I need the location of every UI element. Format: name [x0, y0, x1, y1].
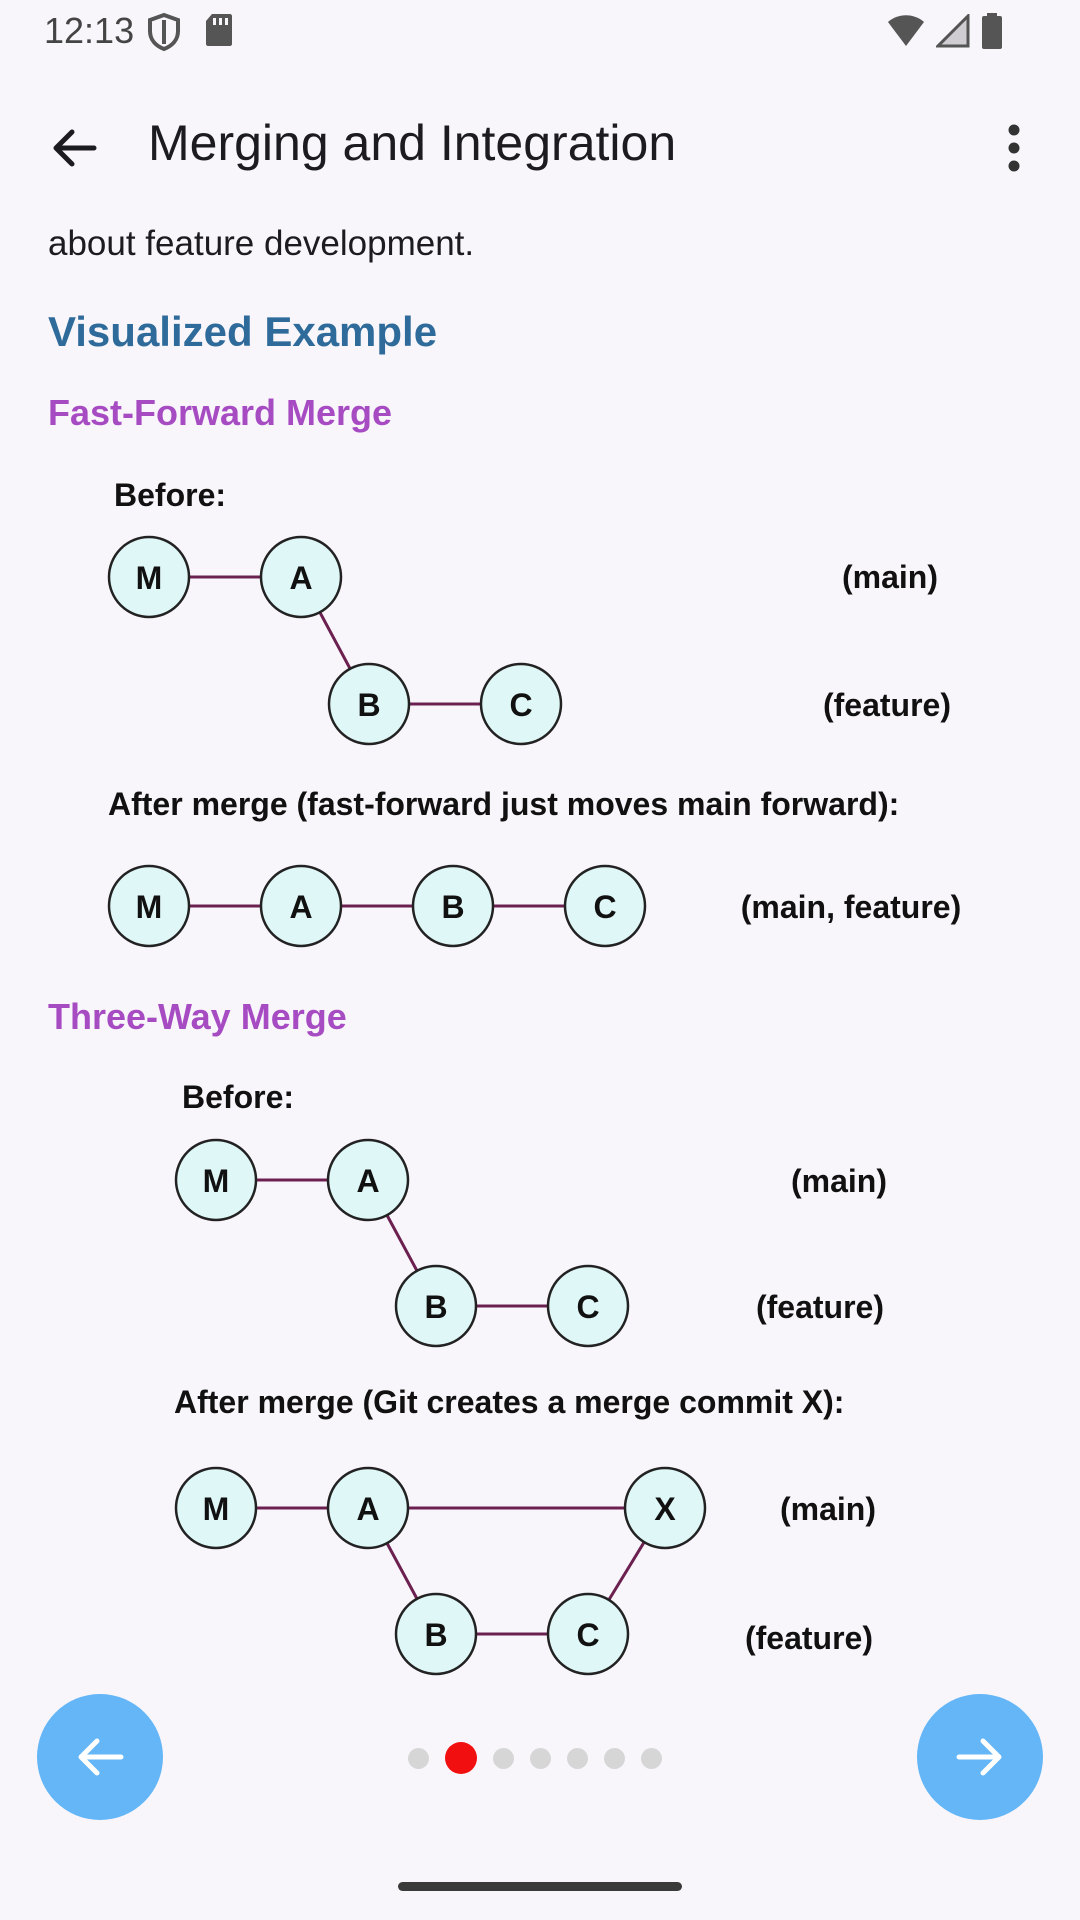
svg-text:A: A [356, 1491, 379, 1527]
ff-before-main-label: (main) [842, 559, 938, 595]
tw-before-feature-label: (feature) [756, 1289, 884, 1325]
svg-text:M: M [136, 889, 163, 925]
status-bar: 12:13 [0, 0, 1080, 64]
ff-after-branch-label: (main, feature) [741, 889, 961, 925]
svg-text:M: M [203, 1163, 230, 1199]
section-title: Visualized Example [48, 308, 438, 355]
tw-before-main-label: (main) [791, 1163, 887, 1199]
app-bar: Merging and Integration [0, 92, 1080, 204]
commit-node: M [174, 1138, 258, 1222]
next-page-button[interactable] [917, 1694, 1043, 1820]
merge-diagrams: Before: M A B C (main) (feature) [107, 477, 961, 1676]
commit-node: B [411, 864, 495, 948]
status-right-icons [886, 12, 1004, 50]
svg-text:B: B [441, 889, 464, 925]
arrow-back-icon [53, 129, 97, 167]
three-way-diagram: Before: M A B C (main) (feature) [174, 1079, 887, 1676]
more-options-button[interactable] [994, 116, 1034, 180]
previous-page-button[interactable] [37, 1694, 163, 1820]
commit-node: B [327, 662, 411, 746]
status-left-icons [146, 12, 234, 52]
commit-node: C [546, 1592, 630, 1676]
arrow-right-icon [956, 1738, 1002, 1776]
svg-text:B: B [424, 1289, 447, 1325]
page-dot[interactable] [493, 1747, 514, 1769]
svg-text:C: C [576, 1289, 599, 1325]
svg-text:A: A [289, 889, 312, 925]
shield-icon [148, 12, 180, 52]
page-dot[interactable] [604, 1747, 625, 1769]
commit-node: B [394, 1592, 478, 1676]
commit-node: A [259, 535, 343, 619]
commit-node: C [479, 662, 563, 746]
commit-node: C [546, 1264, 630, 1348]
arrow-left-icon [78, 1738, 124, 1776]
back-button[interactable] [44, 118, 104, 178]
tw-after-feature-label: (feature) [745, 1620, 873, 1656]
commit-node: M [107, 864, 191, 948]
page-indicator [408, 1740, 678, 1776]
gesture-navigation-bar[interactable] [398, 1882, 682, 1891]
page-dot[interactable] [567, 1747, 588, 1769]
svg-text:A: A [356, 1163, 379, 1199]
page-dot[interactable] [641, 1747, 662, 1769]
page-title: Merging and Integration [148, 115, 677, 171]
lesson-content[interactable]: about feature development. Visualized Ex… [0, 210, 1080, 1680]
wifi-icon [888, 15, 924, 46]
svg-text:M: M [203, 1491, 230, 1527]
status-time: 12:13 [44, 10, 135, 51]
svg-text:C: C [593, 889, 616, 925]
commit-node: A [326, 1138, 410, 1222]
svg-text:M: M [136, 560, 163, 596]
commit-node: M [174, 1466, 258, 1550]
commit-node: M [107, 535, 191, 619]
svg-text:A: A [289, 560, 312, 596]
fast-forward-diagram: Before: M A B C (main) (feature) [107, 477, 961, 948]
three-way-heading: Three-Way Merge [48, 996, 347, 1037]
page-dot[interactable] [530, 1747, 551, 1769]
more-vert-icon [1008, 124, 1020, 172]
commit-node: A [326, 1466, 410, 1550]
ff-before-label: Before: [114, 477, 226, 513]
tw-after-label: After merge (Git creates a merge commit … [174, 1384, 844, 1420]
commit-node: B [394, 1264, 478, 1348]
svg-text:X: X [654, 1491, 676, 1527]
page-dot-active[interactable] [445, 1742, 477, 1774]
sd-card-icon [206, 14, 232, 46]
svg-text:B: B [357, 687, 380, 723]
fast-forward-heading: Fast-Forward Merge [48, 392, 393, 433]
battery-icon [982, 13, 1002, 49]
ff-after-label: After merge (fast-forward just moves mai… [108, 786, 899, 822]
svg-text:C: C [509, 687, 532, 723]
svg-text:C: C [576, 1617, 599, 1653]
ff-before-feature-label: (feature) [823, 687, 951, 723]
paragraph-text: about feature development. [48, 224, 475, 263]
merge-commit-node: X [623, 1466, 707, 1550]
tw-before-label: Before: [182, 1079, 294, 1115]
cell-signal-icon [936, 14, 970, 48]
tw-after-main-label: (main) [780, 1491, 876, 1527]
page-dot[interactable] [408, 1747, 429, 1769]
commit-node: C [563, 864, 647, 948]
commit-node: A [259, 864, 343, 948]
svg-text:B: B [424, 1617, 447, 1653]
